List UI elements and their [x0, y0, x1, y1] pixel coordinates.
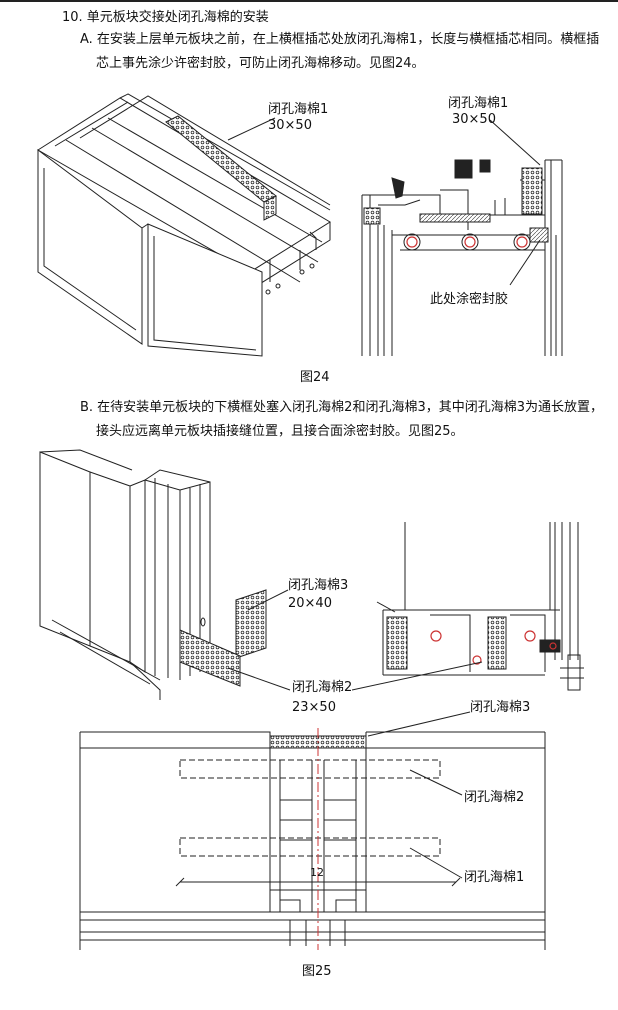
foam-2-plan-outline [179, 759, 441, 779]
fig25-foam3-label: 闭孔海棉3 [288, 578, 349, 593]
step-a-line1: A. 在安装上层单元板块之前，在上横框插芯处放闭孔海棉1，长度与横框插芯相同。横… [80, 32, 600, 47]
leader-line [247, 589, 289, 611]
fig25-plan-foam1-label: 闭孔海棉1 [464, 870, 525, 885]
bolt-symbols [406, 236, 528, 248]
leader-line [367, 711, 471, 737]
leader-line [227, 117, 276, 141]
leader-line [409, 847, 463, 879]
fig25-foam2-size: 23×50 [292, 700, 336, 715]
step-a-line2: 芯上事先涂少许密封胶，可防止闭孔海棉移动。见图24。 [96, 56, 425, 71]
leader-line [376, 601, 396, 613]
foam-3-section [386, 616, 408, 670]
leader-line [227, 667, 291, 691]
leader-line [351, 661, 483, 691]
fig24-right-foam-label: 闭孔海棉1 [448, 96, 509, 111]
fig24-left-foam-size: 30×50 [268, 118, 312, 133]
foam-2-section [487, 616, 507, 670]
leader-line [409, 769, 463, 796]
foam-1-section [521, 167, 543, 215]
fig24-right-foam-size: 30×50 [452, 112, 496, 127]
step-b-line2: 接头应远离单元板块插接缝位置，且接合面涂密封胶。见图25。 [96, 424, 464, 439]
fig24-isometric-view [37, 93, 331, 357]
fig25-foam2-label: 闭孔海棉2 [292, 680, 353, 695]
transom-insulation [419, 213, 491, 223]
fig25-section-view [382, 522, 584, 691]
fig24-caption: 图24 [300, 370, 330, 385]
fig25-foam3-size: 20×40 [288, 596, 332, 611]
foam-section-small [363, 207, 381, 225]
fig25-plan-view [79, 731, 546, 950]
fig25-plan-foam3-label: 闭孔海棉3 [470, 700, 531, 715]
top-border-line [0, 0, 618, 2]
fig25-plan-foam2-label: 闭孔海棉2 [464, 790, 525, 805]
leader-line [489, 119, 541, 166]
leader-line [509, 239, 541, 286]
section-heading: 10. 单元板块交接处闭孔海棉的安装 [62, 10, 269, 25]
fig25-isometric-view [39, 449, 211, 700]
bolt-symbols [430, 630, 557, 665]
foam-2-iso [179, 629, 241, 687]
fig25-caption: 图25 [302, 964, 332, 979]
foam-1-plan-outline [179, 837, 441, 857]
foam-strip-1-iso-end [263, 195, 277, 221]
fig25-dimension-value: 12 [310, 866, 324, 879]
fig24-section-view [361, 159, 563, 356]
fig24-sealant-note: 此处涂密封胶 [430, 292, 509, 307]
fig24-left-foam-label: 闭孔海棉1 [268, 102, 329, 117]
step-b-line1: B. 在待安装单元板块的下横框处塞入闭孔海棉2和闭孔海棉3，其中闭孔海棉3为通长… [80, 400, 603, 415]
foam-3-iso [235, 589, 267, 659]
sealant-bead [529, 227, 549, 243]
